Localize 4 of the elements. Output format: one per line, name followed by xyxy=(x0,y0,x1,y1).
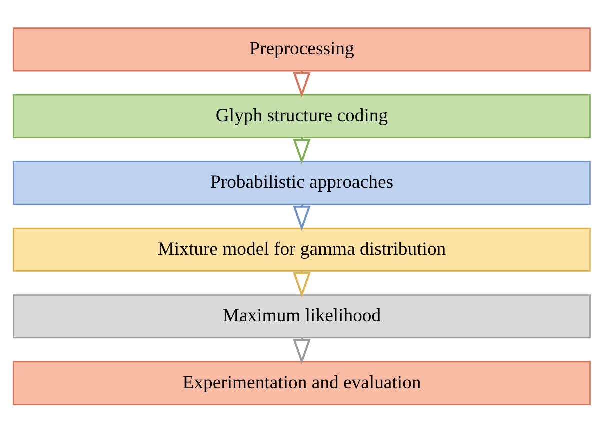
node-box: Glyph structure coding xyxy=(13,94,591,138)
node-box: Preprocessing xyxy=(13,27,591,72)
node-box: Experimentation and evaluation xyxy=(13,360,591,405)
node-box: Mixture model for gamma distribution xyxy=(13,227,591,272)
